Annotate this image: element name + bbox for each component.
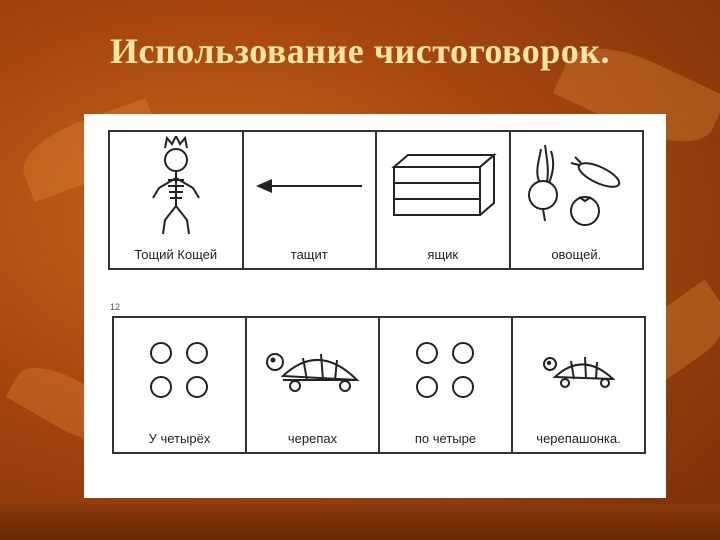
slide-title: Использование чистоговорок.	[110, 31, 610, 71]
strip-cell: черепашонка.	[513, 318, 644, 452]
strip-cell: овощей.	[511, 132, 643, 268]
small-turtle-icon	[542, 356, 616, 388]
bottom-strip: У четырёх черепах по четыре	[112, 316, 646, 454]
strip-caption: У четырёх	[148, 430, 211, 446]
strip-caption: ящик	[427, 246, 459, 262]
arrow-left-icon	[256, 179, 363, 193]
four-circles-icon	[149, 342, 208, 398]
vegetables-icon	[528, 144, 621, 226]
strip-cell: по четыре	[380, 318, 513, 452]
strip-caption: овощей.	[551, 246, 602, 262]
strip-caption: Тощий Кощей	[134, 246, 218, 262]
strip-cell: У четырёх	[114, 318, 247, 452]
crate-icon	[391, 152, 497, 216]
four-circles-icon	[415, 342, 474, 398]
skeleton-king-icon	[151, 136, 200, 235]
turtle-icon	[265, 353, 360, 392]
strip-cell: Тощий Кощей	[110, 132, 244, 268]
top-strip: Тощий Кощей тащит ящик	[108, 130, 644, 270]
strip-cell: тащит	[244, 132, 377, 268]
strip-cell: ящик	[377, 132, 511, 268]
strip-caption: черепашонка.	[536, 430, 621, 446]
strip-caption: по четыре	[414, 430, 477, 446]
strip-caption: тащит	[290, 246, 328, 262]
exercise-card: Тощий Кощей тащит ящик	[84, 114, 666, 498]
bottom-band	[0, 504, 720, 540]
strip-cell: черепах	[247, 318, 380, 452]
strip-caption: черепах	[287, 430, 338, 446]
page-number: 12	[110, 302, 121, 312]
